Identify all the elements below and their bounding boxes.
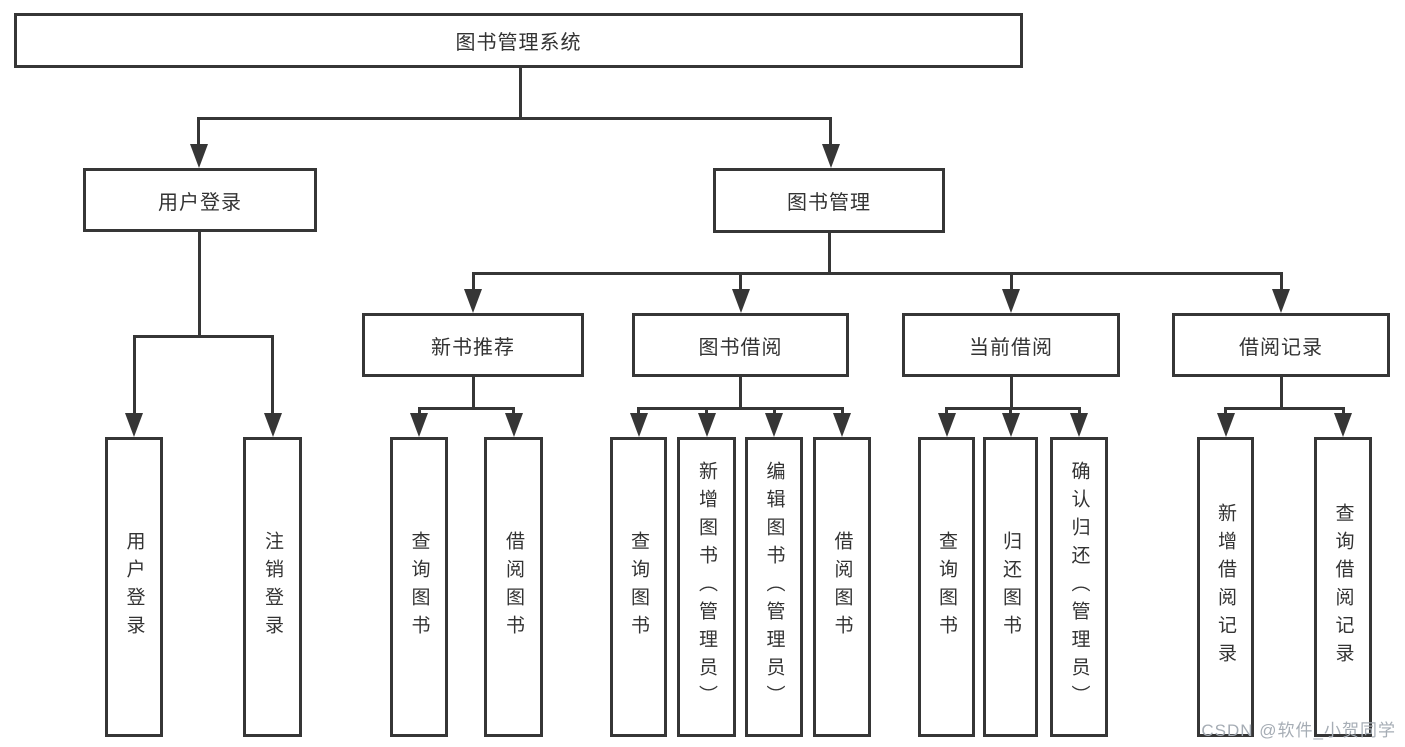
- connector-current-rail: [945, 407, 1081, 410]
- leaf-current-return-books: 归还图书: [983, 437, 1038, 737]
- connector-recommend-rail: [418, 407, 515, 410]
- arrow-down-icon: [822, 144, 840, 168]
- arrow-down-icon: [698, 413, 716, 437]
- arrow-down-icon: [765, 413, 783, 437]
- leaf-records-add-record: 新增借阅记录: [1197, 437, 1254, 737]
- connector-stem-borrow: [739, 272, 742, 292]
- connector-recommend-drop: [472, 375, 475, 410]
- node-root: 图书管理系统: [14, 13, 1023, 68]
- csdn-watermark: CSDN @软件_小贺同学: [1201, 721, 1396, 740]
- connector-borrow-rail: [637, 407, 844, 410]
- leaf-recommend-query-books: 查询图书: [390, 437, 448, 737]
- leaf-recommend-query-books-label: 查询图书: [408, 531, 430, 643]
- arrow-down-icon: [464, 289, 482, 313]
- arrow-down-icon: [505, 413, 523, 437]
- connector-records-drop: [1280, 375, 1283, 410]
- connector-stem-records: [1280, 272, 1283, 292]
- leaf-borrow-query-books-label: 查询图书: [628, 531, 649, 643]
- connector-root-drop: [519, 68, 522, 120]
- connector-stem-current: [1010, 272, 1013, 292]
- node-borrow-records: 借阅记录: [1172, 313, 1390, 377]
- connector-user-login-drop: [198, 232, 201, 338]
- arrow-down-icon: [410, 413, 428, 437]
- connector-stem-book-management: [829, 117, 832, 147]
- leaf-recommend-borrow-books-label: 借阅图书: [503, 531, 524, 643]
- connector-stem: [512, 407, 515, 417]
- connector-stem: [1009, 407, 1012, 417]
- connector-level2-rail: [197, 117, 832, 120]
- node-root-label: 图书管理系统: [455, 32, 582, 54]
- arrow-down-icon: [1217, 413, 1235, 437]
- connector-stem-recommend: [472, 272, 475, 292]
- leaf-current-confirm-return-admin: 确认归还（管理员）: [1050, 437, 1108, 737]
- leaf-borrow-add-books-admin: 新增图书（管理员）: [677, 437, 736, 737]
- node-new-book-recommend: 新书推荐: [362, 313, 584, 377]
- arrow-down-icon: [125, 413, 143, 437]
- arrow-down-icon: [1002, 413, 1020, 437]
- arrow-down-icon: [264, 413, 282, 437]
- node-user-login-label: 用户登录: [158, 191, 242, 214]
- arrow-down-icon: [1070, 413, 1088, 437]
- connector-stem: [773, 407, 776, 417]
- arrow-down-icon: [833, 413, 851, 437]
- leaf-borrow-add-books-admin-label: 新增图书（管理员）: [696, 461, 717, 713]
- connector-stem: [841, 407, 844, 417]
- leaf-current-confirm-return-admin-label: 确认归还（管理员）: [1068, 461, 1090, 713]
- leaf-current-query-books: 查询图书: [918, 437, 975, 737]
- connector-stem: [418, 407, 421, 417]
- node-new-book-recommend-label: 新书推荐: [431, 336, 515, 359]
- leaf-current-return-books-label: 归还图书: [1000, 531, 1021, 643]
- connector-stem: [945, 407, 948, 417]
- leaf-login-logout-label: 注销登录: [262, 531, 283, 643]
- connector-stem-user-login: [197, 117, 200, 147]
- connector-login-rail: [133, 335, 274, 338]
- connector-book-management-drop: [828, 232, 831, 274]
- node-book-management: 图书管理: [713, 168, 945, 233]
- connector-borrow-drop: [739, 375, 742, 410]
- leaf-login-user-login-label: 用户登录: [123, 531, 145, 643]
- arrow-down-icon: [1272, 289, 1290, 313]
- leaf-borrow-query-books: 查询图书: [610, 437, 667, 737]
- leaf-records-query-record-label: 查询借阅记录: [1332, 503, 1354, 671]
- node-user-login: 用户登录: [83, 168, 317, 232]
- arrow-down-icon: [1002, 289, 1020, 313]
- node-borrow-records-label: 借阅记录: [1239, 336, 1323, 359]
- leaf-borrow-edit-books-admin: 编辑图书（管理员）: [745, 437, 803, 737]
- connector-stem-leaf-logout: [271, 335, 274, 415]
- connector-stem: [705, 407, 708, 417]
- arrow-down-icon: [1334, 413, 1352, 437]
- leaaf-borrow-borrow-books-label: 借阅图书: [831, 531, 853, 643]
- leaf-records-add-record-label: 新增借阅记录: [1215, 503, 1236, 671]
- arrow-down-icon: [938, 413, 956, 437]
- connector-stem: [1224, 407, 1227, 417]
- leaf-records-query-record: 查询借阅记录: [1314, 437, 1372, 737]
- connector-stem: [1342, 407, 1345, 417]
- connector-stem: [1078, 407, 1081, 417]
- leaf-borrow-borrow-books: 借阅图书: [813, 437, 871, 737]
- leaf-current-query-books-label: 查询图书: [936, 531, 957, 643]
- node-book-borrow: 图书借阅: [632, 313, 849, 377]
- connector-level3-rail: [472, 272, 1282, 275]
- connector-records-rail: [1224, 407, 1345, 410]
- leaf-login-logout: 注销登录: [243, 437, 302, 737]
- arrow-down-icon: [732, 289, 750, 313]
- connector-stem: [637, 407, 640, 417]
- node-book-borrow-label: 图书借阅: [698, 336, 783, 359]
- leaf-borrow-edit-books-admin-label: 编辑图书（管理员）: [763, 461, 785, 713]
- node-current-borrow-label: 当前借阅: [969, 336, 1053, 359]
- node-current-borrow: 当前借阅: [902, 313, 1120, 377]
- connector-current-drop: [1010, 375, 1013, 410]
- node-book-management-label: 图书管理: [787, 192, 871, 214]
- arrow-down-icon: [630, 413, 648, 437]
- connector-stem-leaf-user-login: [133, 335, 136, 415]
- arrow-down-icon: [190, 144, 208, 168]
- leaf-recommend-borrow-books: 借阅图书: [484, 437, 543, 737]
- leaf-login-user-login: 用户登录: [105, 437, 163, 737]
